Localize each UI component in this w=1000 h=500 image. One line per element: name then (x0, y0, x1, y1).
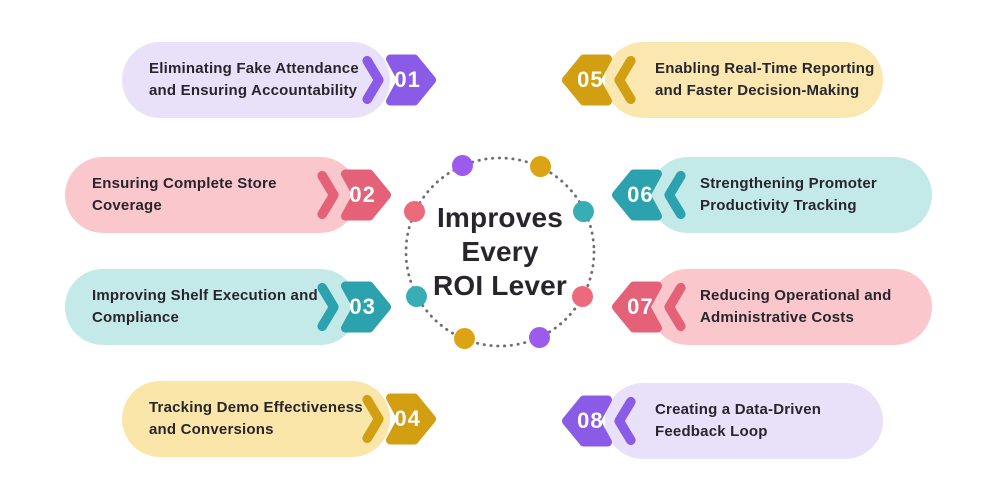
ribbon-arrow-left-icon (611, 169, 686, 221)
benefit-arrow-01: 01 (360, 54, 438, 106)
ribbon-arrow-left-icon (561, 54, 636, 106)
benefit-arrow-05: 05 (560, 54, 638, 106)
benefit-number-05: 05 (577, 67, 604, 92)
ribbon-arrow-right-icon (362, 54, 437, 106)
benefit-pill-03: Improving Shelf Execution and Compliance (65, 269, 358, 345)
benefit-number-02: 02 (349, 182, 376, 207)
benefit-number-06: 06 (627, 182, 654, 207)
benefit-number-07: 07 (627, 294, 654, 319)
benefit-label-01: Eliminating Fake Attendance and Ensuring… (149, 60, 359, 99)
benefit-arrow-02: 02 (315, 169, 393, 221)
ribbon-arrow-left-icon (561, 395, 636, 447)
benefit-label-07: Reducing Operational and Administrative … (700, 287, 892, 326)
ribbon-arrow-left-icon (611, 281, 686, 333)
benefit-number-03: 03 (349, 294, 376, 319)
benefit-arrow-03: 03 (315, 281, 393, 333)
circle-dot-left-upper (404, 201, 425, 222)
benefit-pill-02: Ensuring Complete Store Coverage (65, 157, 358, 233)
benefit-label-02: Ensuring Complete Store Coverage (92, 175, 277, 214)
benefit-pill-05: Enabling Real-Time Reporting and Faster … (605, 42, 883, 118)
benefit-label-06: Strengthening Promoter Productivity Trac… (700, 175, 877, 214)
benefit-number-08: 08 (577, 408, 604, 433)
center-title: Improves Every ROI Lever (432, 202, 568, 301)
ribbon-arrow-right-icon (317, 169, 392, 221)
benefit-label-03: Improving Shelf Execution and Compliance (92, 287, 318, 326)
benefit-label-04: Tracking Demo Effectiveness and Conversi… (149, 399, 363, 438)
benefit-pill-08: Creating a Data-Driven Feedback Loop (605, 383, 883, 459)
circle-dot-left-lower (406, 286, 427, 307)
benefit-arrow-07: 07 (610, 281, 688, 333)
benefit-arrow-04: 04 (360, 393, 438, 445)
dotted-circle-icon (404, 156, 596, 348)
benefit-number-01: 01 (394, 67, 421, 92)
ribbon-arrow-right-icon (362, 393, 437, 445)
benefit-arrow-06: 06 (610, 169, 688, 221)
benefit-label-05: Enabling Real-Time Reporting and Faster … (655, 60, 875, 99)
circle-dot-bottom-right (529, 327, 550, 348)
benefit-pill-07: Reducing Operational and Administrative … (650, 269, 932, 345)
circle-dot-bottom-left (454, 328, 475, 349)
benefit-pill-06: Strengthening Promoter Productivity Trac… (650, 157, 932, 233)
benefit-label-08: Creating a Data-Driven Feedback Loop (655, 401, 822, 440)
circle-dot-right-lower (572, 286, 593, 307)
center-circle (390, 142, 610, 362)
circle-dot-top-right (530, 156, 551, 177)
circle-dot-right-upper (573, 201, 594, 222)
benefit-number-04: 04 (394, 406, 421, 431)
circle-dot-top-left (452, 155, 473, 176)
benefit-pill-04: Tracking Demo Effectiveness and Conversi… (122, 381, 390, 457)
benefit-arrow-08: 08 (560, 395, 638, 447)
benefit-pill-01: Eliminating Fake Attendance and Ensuring… (122, 42, 390, 118)
dotted-circle-stroke (404, 156, 596, 348)
ribbon-arrow-right-icon (317, 281, 392, 333)
